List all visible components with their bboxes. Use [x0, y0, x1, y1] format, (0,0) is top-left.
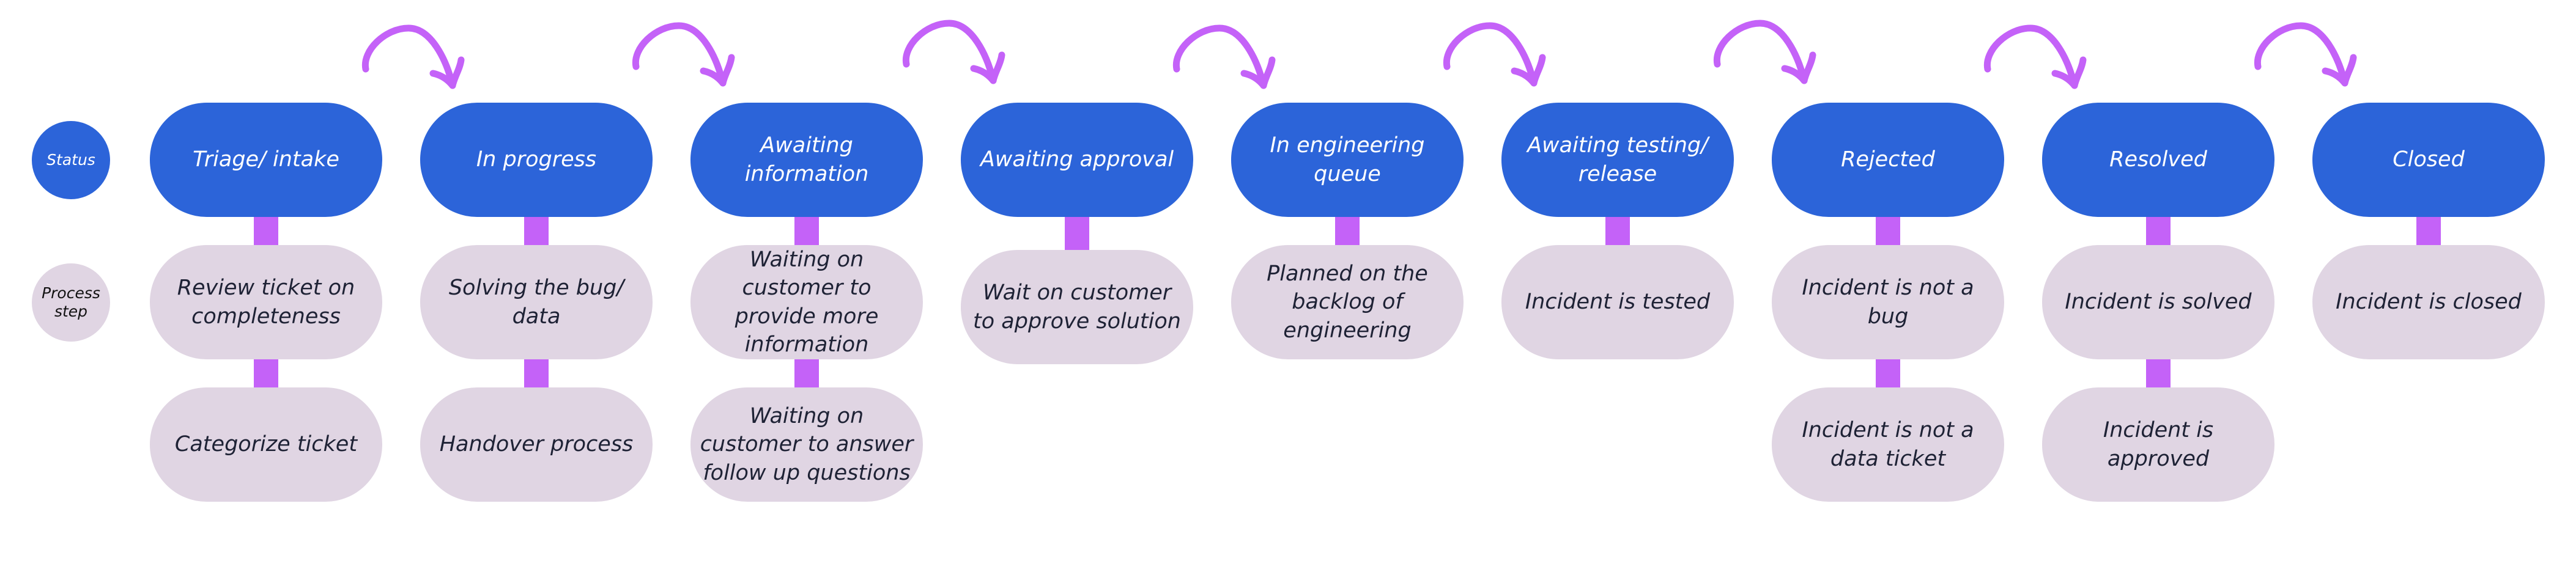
process-step-pill: Incident is not a data ticket — [1772, 387, 2004, 502]
status-label: Awaiting approval — [980, 147, 1174, 172]
process-step-label: Handover process — [439, 432, 634, 457]
process-step-label: Incident is not a data ticket — [1802, 418, 1974, 471]
curved-arrow-icon — [1983, 24, 2087, 89]
curved-arrow-icon — [1443, 22, 1546, 87]
connector — [794, 217, 819, 245]
status-label: Triage/ intake — [193, 147, 339, 172]
status-pill: Awaiting testing/ release — [1501, 103, 1734, 217]
status-pill: Closed — [2312, 103, 2545, 217]
status-label: Rejected — [1841, 147, 1935, 172]
curved-arrow-icon — [632, 22, 735, 87]
legend-process-step: Process step — [32, 263, 110, 342]
process-step-pill: Categorize ticket — [150, 387, 382, 502]
connector — [254, 359, 278, 387]
process-step-pill: Incident is closed — [2312, 245, 2545, 359]
process-step-label: Review ticket on completeness — [177, 276, 355, 329]
process-step-pill: Waiting on customer to answer follow up … — [690, 387, 923, 502]
legend-process-label: Process step — [42, 284, 100, 320]
process-step-pill: Review ticket on completeness — [150, 245, 382, 359]
status-label: In engineering queue — [1270, 133, 1425, 186]
connector — [524, 217, 549, 245]
connector — [794, 359, 819, 387]
connector — [2146, 359, 2171, 387]
curved-arrow-icon — [902, 20, 1005, 84]
status-pill: Rejected — [1772, 103, 2004, 217]
process-step-label: Incident is not a bug — [1802, 276, 1974, 329]
process-step-label: Waiting on customer to provide more info… — [735, 248, 879, 357]
curved-arrow-icon — [2254, 22, 2357, 87]
connector — [1876, 217, 1900, 245]
status-label: Closed — [2393, 147, 2465, 172]
process-step-label: Wait on customer to approve solution — [973, 280, 1181, 334]
status-pill: Resolved — [2042, 103, 2274, 217]
process-step-pill: Incident is approved — [2042, 387, 2274, 502]
status-pill: In progress — [420, 103, 653, 217]
status-pill: Awaiting information — [690, 103, 923, 217]
process-step-label: Incident is closed — [2336, 290, 2522, 315]
process-step-pill: Incident is solved — [2042, 245, 2274, 359]
status-label: Awaiting information — [744, 133, 869, 186]
process-step-label: Categorize ticket — [174, 432, 358, 457]
curved-arrow-icon — [1713, 20, 1816, 84]
connector — [1335, 217, 1360, 245]
process-step-pill: Waiting on customer to provide more info… — [690, 245, 923, 359]
process-step-pill: Solving the bug/ data — [420, 245, 653, 359]
process-step-pill: Incident is not a bug — [1772, 245, 2004, 359]
connector — [1876, 359, 1900, 387]
status-pill: Triage/ intake — [150, 103, 382, 217]
connector — [1605, 217, 1630, 245]
process-step-label: Incident is tested — [1525, 290, 1711, 315]
process-step-pill: Planned on the backlog of engineering — [1231, 245, 1464, 359]
legend-status-label: Status — [46, 151, 95, 169]
process-step-pill: Wait on customer to approve solution — [961, 250, 1193, 364]
connector — [1065, 217, 1089, 250]
connector — [524, 359, 549, 387]
connector — [254, 217, 278, 245]
status-label: In progress — [476, 147, 597, 172]
connector — [2416, 217, 2441, 245]
curved-arrow-icon — [361, 24, 465, 89]
status-label: Awaiting testing/ release — [1527, 133, 1708, 186]
status-pill: Awaiting approval — [961, 103, 1193, 217]
process-step-label: Incident is approved — [2103, 418, 2214, 471]
process-step-label: Planned on the backlog of engineering — [1267, 262, 1428, 343]
process-step-label: Solving the bug/ data — [448, 276, 624, 329]
connector — [2146, 217, 2171, 245]
process-step-pill: Handover process — [420, 387, 653, 502]
process-step-label: Incident is solved — [2065, 290, 2252, 315]
curved-arrow-icon — [1172, 24, 1276, 89]
process-step-label: Waiting on customer to answer follow up … — [700, 404, 914, 485]
process-step-pill: Incident is tested — [1501, 245, 1734, 359]
legend-status: Status — [32, 121, 110, 199]
status-pill: In engineering queue — [1231, 103, 1464, 217]
status-label: Resolved — [2109, 147, 2207, 172]
